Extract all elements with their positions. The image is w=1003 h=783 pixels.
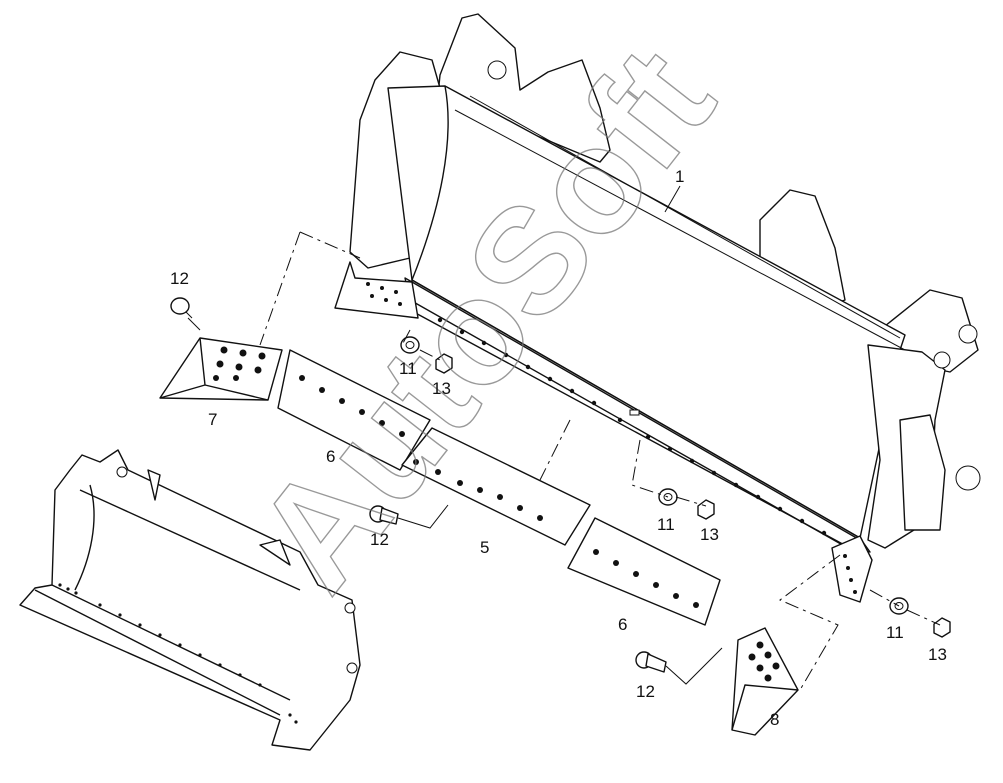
bolt-12-middle — [369, 505, 399, 525]
callout-12-top: 12 — [170, 269, 189, 288]
part-6-right-cutting-edge — [567, 517, 721, 626]
main-blade — [334, 13, 981, 603]
callout-1: 1 — [675, 167, 684, 186]
blade-bolt-holes — [366, 282, 857, 594]
callout-13-right: 13 — [928, 645, 947, 664]
part-6-left-cutting-edge — [277, 349, 431, 471]
assembly-lines — [187, 231, 941, 691]
part-5-center-cutting-edge — [401, 427, 591, 546]
nut-13-left — [435, 353, 453, 374]
bolt-12-top — [170, 297, 193, 319]
callout-12-middle: 12 — [370, 530, 389, 549]
overview-blade — [19, 449, 361, 751]
callouts: 1 12 7 11 13 6 12 5 11 13 6 12 8 11 13 — [170, 167, 947, 729]
callout-12-bottom: 12 — [636, 682, 655, 701]
part-7-left-end-bit — [159, 337, 283, 401]
callout-8: 8 — [770, 710, 779, 729]
callout-11-right: 11 — [886, 623, 904, 642]
callout-6-right: 6 — [618, 615, 627, 634]
callout-11-middle: 11 — [657, 515, 675, 534]
callout-13-left: 13 — [432, 379, 451, 398]
callout-7: 7 — [208, 410, 217, 429]
callout-11-left: 11 — [399, 359, 417, 378]
callout-13-middle: 13 — [700, 525, 719, 544]
nut-13-middle — [697, 499, 715, 520]
washer-11-left — [400, 336, 420, 354]
callout-5: 5 — [480, 538, 489, 557]
nut-13-right — [933, 617, 951, 638]
part-8-right-end-bit — [731, 627, 799, 736]
callout-6-left: 6 — [326, 447, 335, 466]
bolt-12-bottom — [635, 651, 667, 673]
